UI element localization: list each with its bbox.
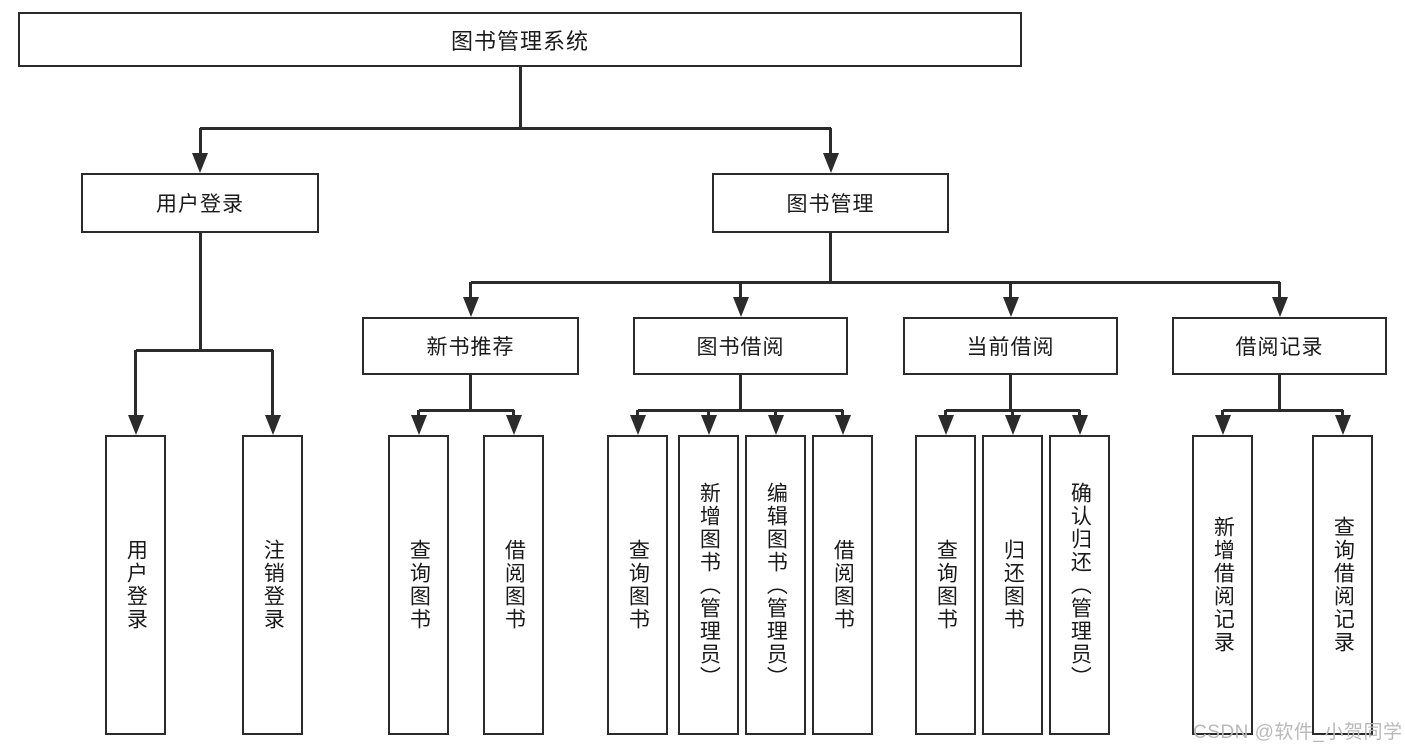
connector-drop: [271, 350, 274, 416]
node-label: 查询图书: [934, 539, 958, 631]
connector-bus: [1222, 408, 1343, 412]
node-label: 确认归还（管理员）: [1068, 481, 1092, 689]
connector-drop: [841, 410, 844, 416]
arrow-head-icon: [264, 415, 281, 435]
connector-drop: [1078, 410, 1081, 416]
arrow-head-icon: [1071, 415, 1088, 435]
arrow-head-icon: [1271, 297, 1288, 317]
node-leaf_3[interactable]: 借阅图书: [483, 435, 544, 735]
node-leaf_10[interactable]: 确认归还（管理员）: [1049, 435, 1110, 735]
connector-drop: [829, 128, 832, 154]
connector-bus: [637, 408, 843, 412]
connector-bus: [470, 280, 1280, 284]
node-label: 借阅记录: [1235, 336, 1324, 359]
connector-bus: [200, 126, 831, 130]
node-label: 借阅图书: [502, 539, 526, 631]
arrow-head-icon: [834, 415, 851, 435]
node-root[interactable]: 图书管理系统: [18, 12, 1022, 67]
arrow-head-icon: [767, 415, 784, 435]
arrow-head-icon: [410, 415, 427, 435]
connector-drop: [944, 410, 947, 416]
node-label: 用户登录: [124, 539, 148, 631]
node-leaf_6[interactable]: 编辑图书（管理员）: [745, 435, 806, 735]
arrow-head-icon: [1004, 415, 1021, 435]
connector-drop: [1011, 410, 1014, 416]
node-label: 注销登录: [261, 539, 285, 631]
node-l2_1[interactable]: 图书管理: [712, 173, 949, 233]
arrow-head-icon: [629, 415, 646, 435]
connector-drop: [512, 410, 515, 416]
connector-drop: [198, 128, 202, 154]
node-leaf_5[interactable]: 新增图书（管理员）: [678, 435, 739, 735]
node-leaf_11[interactable]: 新增借阅记录: [1192, 435, 1253, 735]
arrow-head-icon: [505, 415, 522, 435]
connector-stem: [518, 67, 522, 128]
arrow-head-icon: [822, 153, 839, 173]
node-label: 图书借阅: [696, 336, 785, 359]
node-label: 图书管理系统: [450, 28, 589, 54]
connector-stem: [198, 233, 202, 350]
connector-stem: [829, 233, 832, 282]
connector-drop: [774, 410, 777, 416]
connector-stem: [469, 375, 472, 410]
node-label: 查询借阅记录: [1331, 516, 1355, 654]
node-label: 当前借阅: [966, 336, 1055, 359]
node-label: 编辑图书（管理员）: [764, 481, 788, 689]
node-l3_2[interactable]: 当前借阅: [903, 317, 1118, 375]
connector-stem: [739, 375, 742, 410]
connector-drop: [134, 350, 137, 416]
connector-drop: [1341, 410, 1344, 416]
node-l3_3[interactable]: 借阅记录: [1172, 317, 1387, 375]
node-leaf_2[interactable]: 查询图书: [388, 435, 449, 735]
node-label: 新增借阅记录: [1211, 516, 1235, 654]
arrow-head-icon: [127, 415, 144, 435]
arrow-head-icon: [462, 297, 479, 317]
connector-drop: [636, 410, 639, 416]
node-label: 查询图书: [626, 539, 650, 631]
arrow-head-icon: [937, 415, 954, 435]
node-leaf_1[interactable]: 注销登录: [242, 435, 303, 735]
connector-bus: [418, 408, 514, 412]
node-label: 查询图书: [407, 539, 431, 631]
node-label: 归还图书: [1001, 539, 1025, 631]
connector-drop: [1221, 410, 1224, 416]
connector-drop: [739, 282, 742, 298]
connector-drop: [469, 282, 472, 298]
connector-drop: [1009, 282, 1012, 298]
node-label: 借阅图书: [831, 539, 855, 631]
node-leaf_9[interactable]: 归还图书: [982, 435, 1043, 735]
connector-drop: [417, 410, 420, 416]
node-leaf_8[interactable]: 查询图书: [915, 435, 976, 735]
connector-drop: [707, 410, 710, 416]
node-label: 新增图书（管理员）: [697, 481, 721, 689]
connector-bus: [135, 348, 273, 352]
connector-stem: [1278, 375, 1281, 410]
arrow-head-icon: [192, 153, 208, 173]
arrow-head-icon: [700, 415, 717, 435]
node-label: 用户登录: [156, 193, 244, 216]
arrow-head-icon: [1334, 415, 1351, 435]
connector-stem: [1009, 375, 1012, 410]
arrow-head-icon: [1002, 297, 1019, 317]
node-leaf_12[interactable]: 查询借阅记录: [1312, 435, 1373, 735]
arrow-head-icon: [732, 297, 749, 317]
node-leaf_4[interactable]: 查询图书: [607, 435, 668, 735]
node-leaf_7[interactable]: 借阅图书: [812, 435, 873, 735]
node-label: 图书管理: [786, 193, 875, 216]
node-l3_1[interactable]: 图书借阅: [633, 317, 848, 375]
arrow-head-icon: [1214, 415, 1231, 435]
node-l3_0[interactable]: 新书推荐: [362, 317, 579, 375]
node-leaf_0[interactable]: 用户登录: [105, 435, 166, 735]
node-label: 新书推荐: [426, 336, 515, 359]
connector-drop: [1278, 282, 1281, 298]
node-l2_0[interactable]: 用户登录: [81, 173, 319, 233]
